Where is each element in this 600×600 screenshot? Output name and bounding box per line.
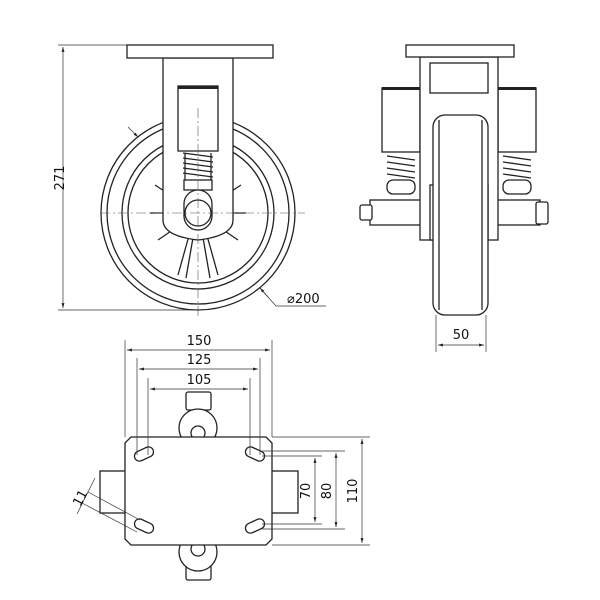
slot-dimension: 11 [70, 488, 91, 510]
plate-length-dimension: 110 [346, 479, 361, 504]
height-dimension: 271 [53, 166, 68, 191]
hole-outer-dimension: 125 [187, 353, 212, 368]
right-block [269, 470, 299, 514]
width-dimension: 50 [453, 328, 470, 343]
plate-width-dimension: 150 [187, 334, 212, 349]
bottom-view: 150 125 105 110 80 70 11 [70, 334, 370, 581]
spring-housing [177, 85, 219, 152]
hole-inner-dimension: 105 [187, 373, 212, 388]
right-spring-housing [497, 87, 537, 153]
side-view: 50 [359, 44, 549, 352]
left-nut [359, 204, 373, 221]
hole-inner-v-dimension: 70 [299, 483, 314, 500]
front-view: 271 ⌀200 [53, 44, 326, 318]
mounting-slots [133, 446, 266, 534]
side-wheel [432, 114, 489, 316]
left-block [99, 470, 129, 514]
side-top-plate [405, 44, 515, 58]
mounting-plate [124, 436, 273, 546]
right-nut [535, 201, 549, 225]
top-nut [185, 391, 212, 411]
hole-outer-v-dimension: 80 [320, 483, 335, 500]
top-plate [126, 44, 274, 59]
diameter-dimension: ⌀200 [287, 292, 320, 307]
left-spring-housing [381, 87, 421, 153]
